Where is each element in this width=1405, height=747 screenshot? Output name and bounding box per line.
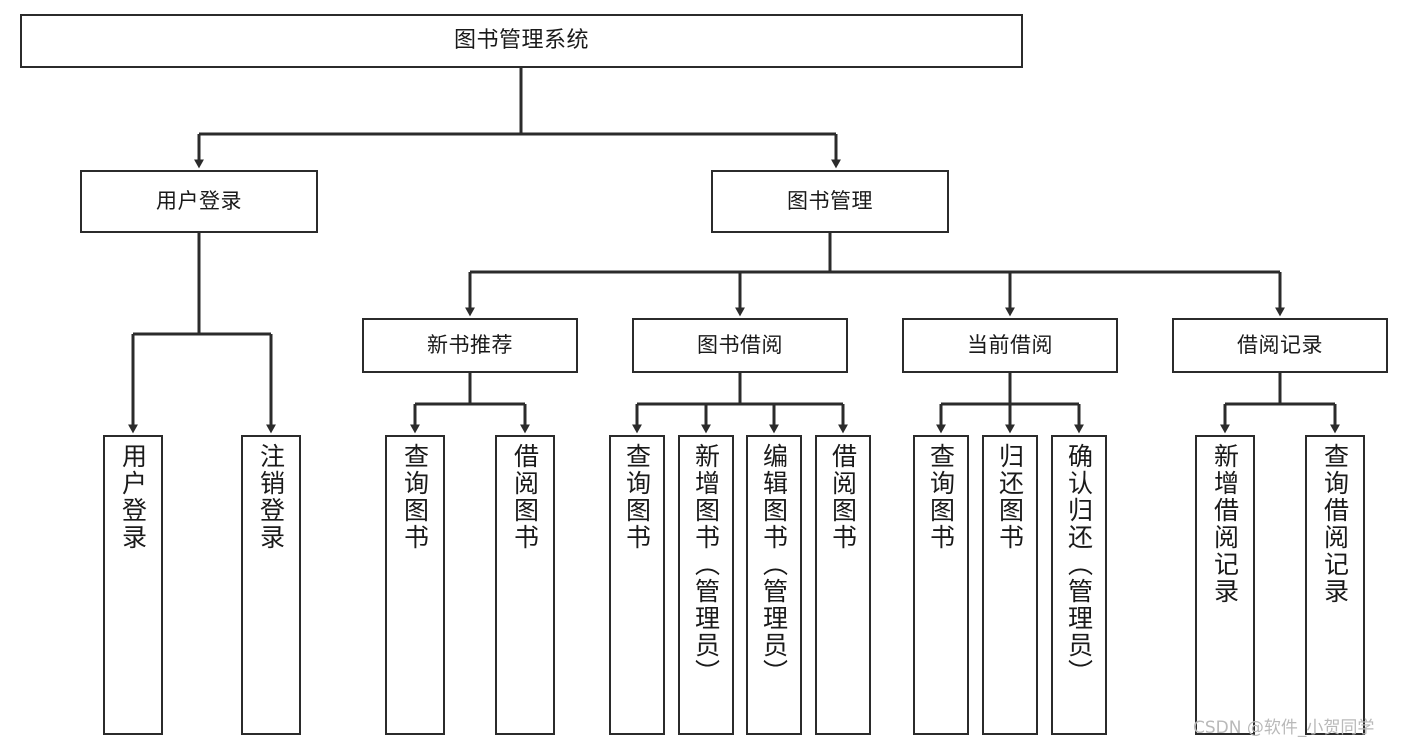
- leaf-book-borrow-add[interactable]: 新增图书（管理员）: [678, 435, 734, 735]
- leaf-label: 用户登录: [118, 443, 148, 551]
- node-user-login[interactable]: 用户登录: [80, 170, 318, 233]
- leaf-user-login-logout[interactable]: 注销登录: [241, 435, 301, 735]
- leaf-label: 注销登录: [256, 443, 286, 551]
- leaf-label: 查询图书: [400, 443, 430, 551]
- node-new-book-recommend-label: 新书推荐: [427, 333, 513, 358]
- leaf-user-login-login[interactable]: 用户登录: [103, 435, 163, 735]
- leaf-label: 归还图书: [995, 443, 1025, 551]
- node-borrow-record[interactable]: 借阅记录: [1172, 318, 1388, 373]
- leaf-book-borrow-edit[interactable]: 编辑图书（管理员）: [746, 435, 802, 735]
- node-current-borrow[interactable]: 当前借阅: [902, 318, 1118, 373]
- leaf-label: 查询图书: [926, 443, 956, 551]
- node-book-borrow-label: 图书借阅: [697, 333, 783, 358]
- leaf-borrow-record-add[interactable]: 新增借阅记录: [1195, 435, 1255, 735]
- node-root-label: 图书管理系统: [453, 28, 589, 54]
- node-book-borrow[interactable]: 图书借阅: [632, 318, 848, 373]
- leaf-label: 新增借阅记录: [1210, 443, 1240, 605]
- node-current-borrow-label: 当前借阅: [967, 333, 1053, 358]
- leaf-label: 编辑图书（管理员）: [759, 443, 789, 686]
- leaf-label: 新增图书（管理员）: [691, 443, 721, 686]
- leaf-current-borrow-query[interactable]: 查询图书: [913, 435, 969, 735]
- leaf-new-book-query[interactable]: 查询图书: [385, 435, 445, 735]
- leaf-label: 查询图书: [622, 443, 652, 551]
- node-book-management[interactable]: 图书管理: [711, 170, 949, 233]
- node-new-book-recommend[interactable]: 新书推荐: [362, 318, 578, 373]
- leaf-new-book-borrow[interactable]: 借阅图书: [495, 435, 555, 735]
- leaf-label: 查询借阅记录: [1320, 443, 1350, 605]
- node-user-login-label: 用户登录: [156, 189, 242, 214]
- node-book-management-label: 图书管理: [787, 189, 873, 214]
- leaf-current-borrow-return[interactable]: 归还图书: [982, 435, 1038, 735]
- node-borrow-record-label: 借阅记录: [1237, 333, 1323, 358]
- leaf-label: 借阅图书: [828, 443, 858, 551]
- leaf-book-borrow-query[interactable]: 查询图书: [609, 435, 665, 735]
- leaf-label: 借阅图书: [510, 443, 540, 551]
- node-root[interactable]: 图书管理系统: [20, 14, 1023, 68]
- leaf-borrow-record-query[interactable]: 查询借阅记录: [1305, 435, 1365, 735]
- csdn-watermark: CSDN @软件_小贺同学: [1193, 718, 1375, 738]
- leaf-current-borrow-confirm-return[interactable]: 确认归还（管理员）: [1051, 435, 1107, 735]
- leaf-book-borrow-borrow[interactable]: 借阅图书: [815, 435, 871, 735]
- leaf-label: 确认归还（管理员）: [1064, 443, 1094, 686]
